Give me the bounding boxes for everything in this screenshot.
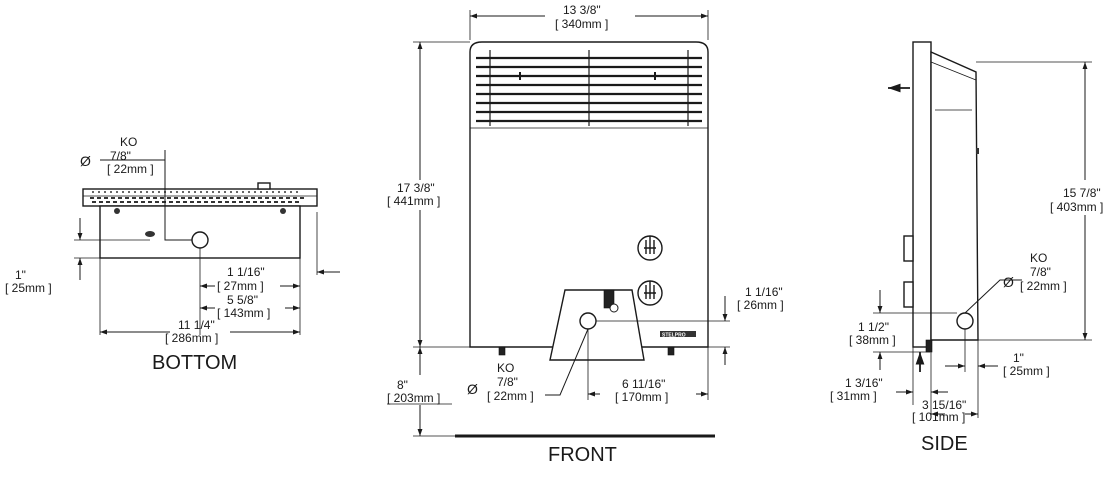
side-tab (976, 148, 979, 154)
side-wall-plate (912, 41, 932, 348)
side-view-title: SIDE (921, 433, 968, 455)
front-width-mm: [ 340mm ] (555, 17, 608, 31)
front-ko-label: KO (497, 361, 514, 375)
side-ko-back-in: 1" (1013, 351, 1024, 365)
bottom-dim-b-mm: [ 143mm ] (217, 306, 270, 320)
front-ko-size-in: 7/8" (497, 375, 518, 389)
side-knob-lower (903, 281, 914, 308)
side-depth-mm: [ 101mm ] (912, 410, 965, 424)
bottom-ko-size-in: 7/8" (110, 149, 131, 163)
bottom-screw-right (280, 208, 286, 214)
front-brand-plate (660, 331, 696, 337)
bottom-ko-label: KO (120, 135, 137, 149)
bottom-diameter-symbol: Ø (80, 153, 91, 169)
front-foot-left (498, 346, 506, 356)
bottom-view: KO 7/8" [ 22mm ] Ø 1" [ 25mm ] 1 1/16" [… (5, 135, 340, 374)
front-bracket-screw (609, 303, 619, 313)
bottom-dim-a-mm: [ 27mm ] (217, 279, 264, 293)
bottom-dim-a-in: 1 1/16" (227, 265, 265, 279)
side-base-in: 1 3/16" (845, 376, 883, 390)
bottom-ko-circle (191, 231, 209, 249)
side-view: 15 7/8" [ 403mm ] KO 7/8" [ 22mm ] Ø 1 1… (830, 41, 1103, 455)
side-height-mm: [ 403mm ] (1050, 200, 1103, 214)
side-heater-body (930, 50, 979, 341)
front-ko-leader (545, 328, 589, 396)
front-floor-in: 8" (397, 378, 408, 392)
bottom-screw-left (114, 208, 120, 214)
side-ko-back-mm: [ 25mm ] (1003, 364, 1050, 378)
front-ko-size-mm: [ 22mm ] (487, 389, 534, 403)
bottom-ko-leader (100, 159, 192, 241)
side-ko-size-mm: [ 22mm ] (1020, 279, 1067, 293)
front-brand-label: STELPRO (662, 333, 686, 339)
side-depth-in: 3 15/16" (922, 398, 966, 412)
front-diameter-symbol: Ø (467, 381, 478, 397)
side-base-mm: [ 31mm ] (830, 389, 877, 403)
front-base-bracket (549, 289, 645, 361)
front-floor-mm: [ 203mm ] (387, 391, 440, 405)
front-foot-right (667, 346, 675, 356)
bottom-grommet (145, 231, 155, 237)
front-view: 13 3/8" [ 340mm ] (387, 3, 784, 466)
side-ko-size-in: 7/8" (1030, 265, 1051, 279)
side-ko-circle (956, 312, 974, 330)
front-heater-body (469, 41, 709, 348)
front-grille (470, 50, 708, 129)
side-foot (925, 339, 933, 353)
bottom-grille-slots (90, 191, 304, 203)
front-height-in: 17 3/8" (397, 181, 435, 195)
front-ko-offset-mm: [ 170mm ] (615, 390, 668, 404)
side-knob-upper (903, 235, 914, 262)
side-ko-label: KO (1030, 251, 1047, 265)
front-view-title: FRONT (548, 444, 617, 466)
front-ko-offset-in: 6 11/16" (622, 377, 665, 391)
side-ko-elev-in: 1 1/2" (858, 320, 889, 334)
front-bracket-clip (603, 289, 615, 309)
bottom-view-title: BOTTOM (152, 352, 237, 374)
front-ko-height-in: 1 1/16" (745, 285, 783, 299)
front-ko-height-mm: [ 26mm ] (737, 298, 784, 312)
bottom-width-in: 11 1/4" (178, 318, 215, 332)
bottom-offset-height-mm: [ 25mm ] (5, 281, 52, 295)
bottom-ko-size-mm: [ 22mm ] (107, 162, 154, 176)
front-height-mm: [ 441mm ] (387, 194, 440, 208)
bottom-offset-height-in: 1" (15, 268, 26, 282)
front-thermostat-knob-lower (637, 280, 663, 306)
front-thermostat-knob-upper (637, 235, 663, 261)
front-ko-circle (579, 312, 597, 330)
bottom-dim-b-in: 5 5/8" (227, 293, 258, 307)
side-ko-leader (964, 279, 1022, 314)
side-ko-elev-mm: [ 38mm ] (849, 333, 896, 347)
bottom-width-mm: [ 286mm ] (165, 331, 218, 345)
side-diameter-symbol: Ø (1003, 274, 1014, 290)
front-width-in: 13 3/8" (563, 3, 601, 17)
bottom-top-tab (257, 182, 271, 190)
side-height-in: 15 7/8" (1063, 186, 1101, 200)
